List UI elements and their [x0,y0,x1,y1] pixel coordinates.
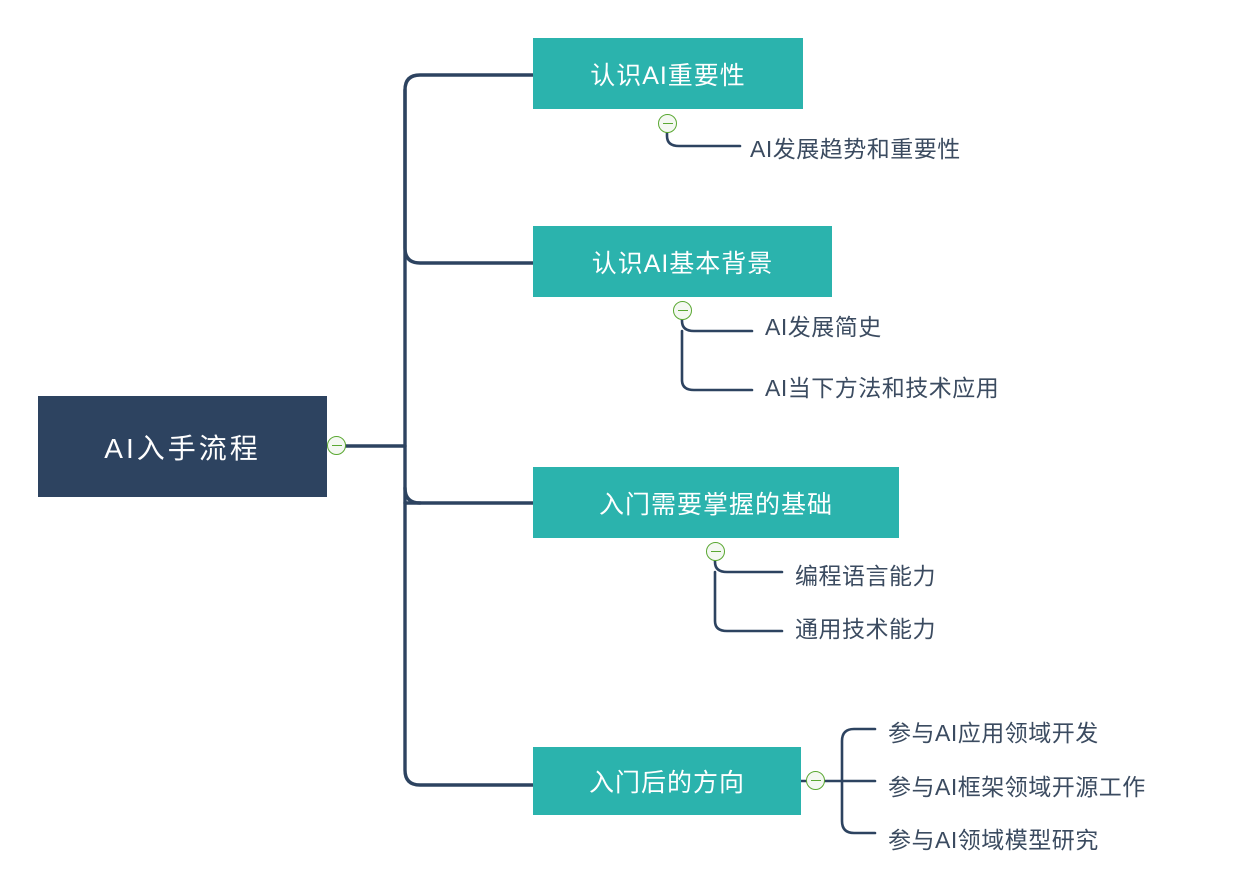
edge-b4-spine [840,727,877,835]
branch-node-3-label: 入门需要掌握的基础 [598,490,833,519]
edge-b1-c1 [665,122,742,148]
leaf-node-4-1[interactable]: 参与AI应用领域开发 [888,720,1099,746]
edge-trunk-branch3-corner [403,486,422,505]
branch-node-3[interactable]: 入门需要掌握的基础 [533,467,899,538]
root-node[interactable]: AI入手流程 [38,396,327,497]
leaf-node-3-1[interactable]: 编程语言能力 [795,563,936,589]
branch-node-2[interactable]: 认识AI基本背景 [533,226,832,297]
edge-b3-c1 [713,550,784,574]
leaf-node-1-1[interactable]: AI发展趋势和重要性 [750,136,961,162]
edge-b2-c2 [680,329,754,392]
edge-b2-c1 [680,309,754,333]
collapse-minus-icon-branch-2[interactable] [673,301,692,320]
branch-node-4[interactable]: 入门后的方向 [533,747,801,815]
edge-trunk-lower [403,88,535,787]
collapse-minus-icon-root[interactable] [327,436,346,455]
collapse-minus-icon-branch-4[interactable] [806,771,825,790]
leaf-node-2-2[interactable]: AI当下方法和技术应用 [765,375,1000,401]
edge-b3-c2 [713,570,784,633]
leaf-node-3-2[interactable]: 通用技术能力 [795,616,936,642]
collapse-minus-icon-branch-1[interactable] [658,114,677,133]
branch-node-4-label: 入门后的方向 [588,769,745,797]
branch-node-1-label: 认识AI重要性 [590,61,746,90]
branch-node-1[interactable]: 认识AI重要性 [533,38,803,109]
root-node-label: AI入手流程 [104,432,261,464]
leaf-node-4-3[interactable]: 参与AI领域模型研究 [888,827,1099,853]
branch-node-2-label: 认识AI基本背景 [591,249,774,278]
collapse-minus-icon-branch-3[interactable] [706,542,725,561]
edge-trunk-upper [403,73,535,265]
leaf-node-4-2[interactable]: 参与AI框架领域开源工作 [888,774,1146,800]
leaf-node-2-1[interactable]: AI发展简史 [765,314,882,340]
